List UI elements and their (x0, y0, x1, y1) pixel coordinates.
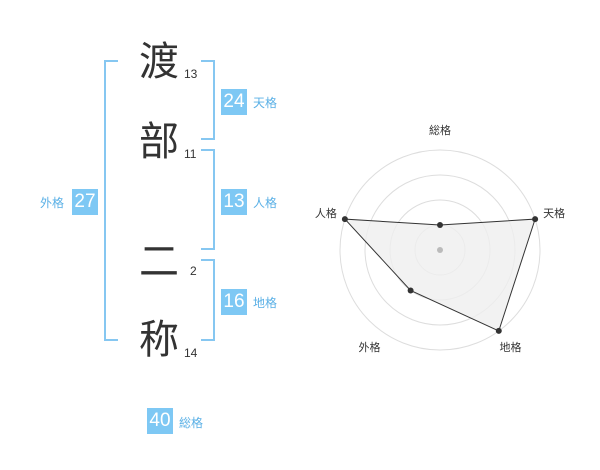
radar-axis-label-1: 総格 (429, 123, 451, 137)
soukaku-label: 総格 (179, 416, 204, 430)
radar-point-4 (407, 287, 414, 294)
jinkaku-label: 人格 (253, 196, 278, 210)
radar-grid-ring (339, 149, 541, 351)
chikaku-label: 地格 (253, 296, 278, 310)
radar-axis-label-3: 地格 (500, 340, 522, 354)
tenkaku-score: 24 (221, 89, 247, 115)
chikaku-bracket (201, 259, 215, 341)
radar-point-3 (495, 327, 502, 334)
gaikaku-score: 27 (72, 189, 98, 215)
soukaku-score: 40 (147, 408, 173, 434)
radar-axis-label-4: 外格 (358, 340, 380, 354)
radar-center (437, 247, 443, 253)
name-char-1: 渡 (139, 39, 179, 85)
name-char-2: 部 (139, 119, 179, 165)
name-char-4: 称 (139, 317, 179, 363)
jinkaku-bracket (201, 149, 215, 250)
tenkaku-bracket (201, 60, 215, 140)
stroke-count-3: 2 (190, 264, 197, 278)
name-char-3: 二 (139, 239, 179, 285)
radar-area (343, 218, 536, 332)
chikaku-score: 16 (221, 289, 247, 315)
radar-axis-label-2: 天格 (543, 206, 565, 220)
stroke-count-2: 11 (184, 147, 197, 161)
stroke-count-4: 14 (184, 346, 198, 360)
radar-axis-label-5: 人格 (315, 206, 337, 220)
radar-point-1 (437, 222, 443, 228)
radar-point-5 (341, 216, 348, 223)
stroke-count-1: 13 (184, 67, 198, 81)
gaikaku-label: 外格 (40, 196, 65, 210)
jinkaku-score: 13 (221, 189, 247, 215)
radar-point-2 (532, 216, 539, 223)
tenkaku-label: 天格 (253, 96, 278, 110)
gaikaku-bracket (104, 60, 118, 341)
